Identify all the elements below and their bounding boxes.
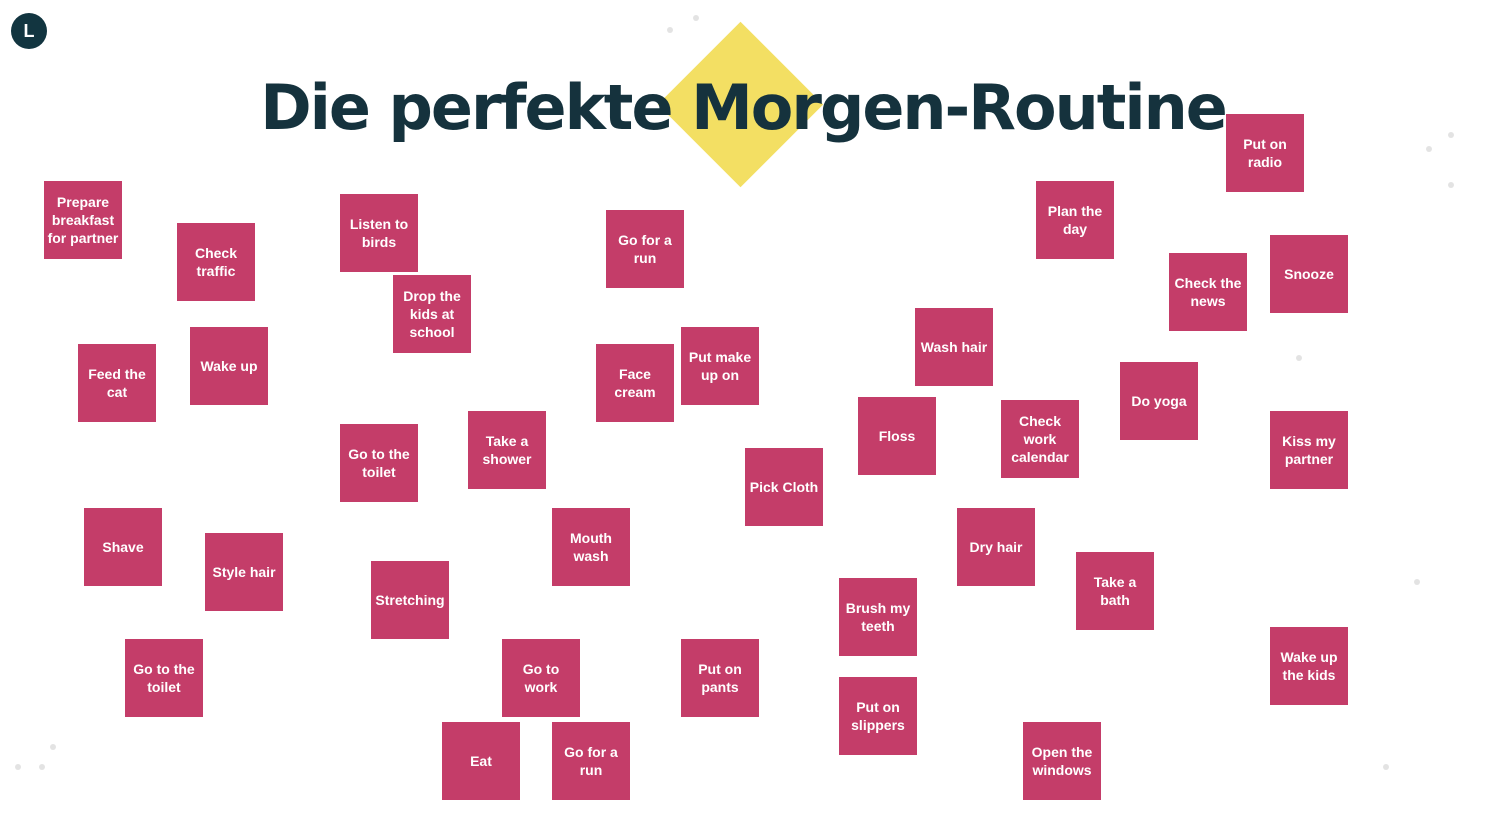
sticky-note[interactable]: Plan the day xyxy=(1036,181,1114,259)
sticky-note[interactable]: Open the windows xyxy=(1023,722,1101,800)
sticky-note[interactable]: Wake up xyxy=(190,327,268,405)
sticky-note[interactable]: Floss xyxy=(858,397,936,475)
sticky-note[interactable]: Go for a run xyxy=(552,722,630,800)
decor-dot xyxy=(1414,579,1420,585)
sticky-note[interactable]: Check work calendar xyxy=(1001,400,1079,478)
sticky-note[interactable]: Check the news xyxy=(1169,253,1247,331)
decor-dot xyxy=(39,764,45,770)
board-title: Die perfekte Morgen-Routine xyxy=(260,71,1228,144)
sticky-note[interactable]: Go to the toilet xyxy=(340,424,418,502)
sticky-note[interactable]: Listen to birds xyxy=(340,194,418,272)
decor-dot xyxy=(1426,146,1432,152)
sticky-note[interactable]: Pick Cloth xyxy=(745,448,823,526)
sticky-note[interactable]: Go for a run xyxy=(606,210,684,288)
sticky-note[interactable]: Dry hair xyxy=(957,508,1035,586)
decor-dot xyxy=(15,764,21,770)
sticky-note[interactable]: Wake up the kids xyxy=(1270,627,1348,705)
sticky-note[interactable]: Eat xyxy=(442,722,520,800)
decor-dot xyxy=(667,27,673,33)
sticky-note[interactable]: Take a shower xyxy=(468,411,546,489)
sticky-note[interactable]: Shave xyxy=(84,508,162,586)
app-logo-icon[interactable]: L xyxy=(11,13,47,49)
decor-dot xyxy=(1296,355,1302,361)
decor-dot xyxy=(1448,182,1454,188)
sticky-note[interactable]: Put on pants xyxy=(681,639,759,717)
decor-dot xyxy=(693,15,699,21)
sticky-note[interactable]: Do yoga xyxy=(1120,362,1198,440)
sticky-note[interactable]: Check traffic xyxy=(177,223,255,301)
decor-dot xyxy=(1448,132,1454,138)
sticky-note[interactable]: Snooze xyxy=(1270,235,1348,313)
sticky-note[interactable]: Put on radio xyxy=(1226,114,1304,192)
sticky-note[interactable]: Go to work xyxy=(502,639,580,717)
sticky-note[interactable]: Take a bath xyxy=(1076,552,1154,630)
sticky-note[interactable]: Wash hair xyxy=(915,308,993,386)
sticky-note[interactable]: Go to the toilet xyxy=(125,639,203,717)
sticky-note[interactable]: Prepare breakfast for partner xyxy=(44,181,122,259)
sticky-note[interactable]: Stretching xyxy=(371,561,449,639)
sticky-note[interactable]: Feed the cat xyxy=(78,344,156,422)
sticky-note[interactable]: Brush my teeth xyxy=(839,578,917,656)
sticky-note[interactable]: Put on slippers xyxy=(839,677,917,755)
sticky-note[interactable]: Style hair xyxy=(205,533,283,611)
decor-dot xyxy=(50,744,56,750)
decor-dot xyxy=(1383,764,1389,770)
sticky-note[interactable]: Face cream xyxy=(596,344,674,422)
sticky-note[interactable]: Put make up on xyxy=(681,327,759,405)
sticky-note[interactable]: Drop the kids at school xyxy=(393,275,471,353)
sticky-note[interactable]: Kiss my partner xyxy=(1270,411,1348,489)
sticky-note[interactable]: Mouth wash xyxy=(552,508,630,586)
